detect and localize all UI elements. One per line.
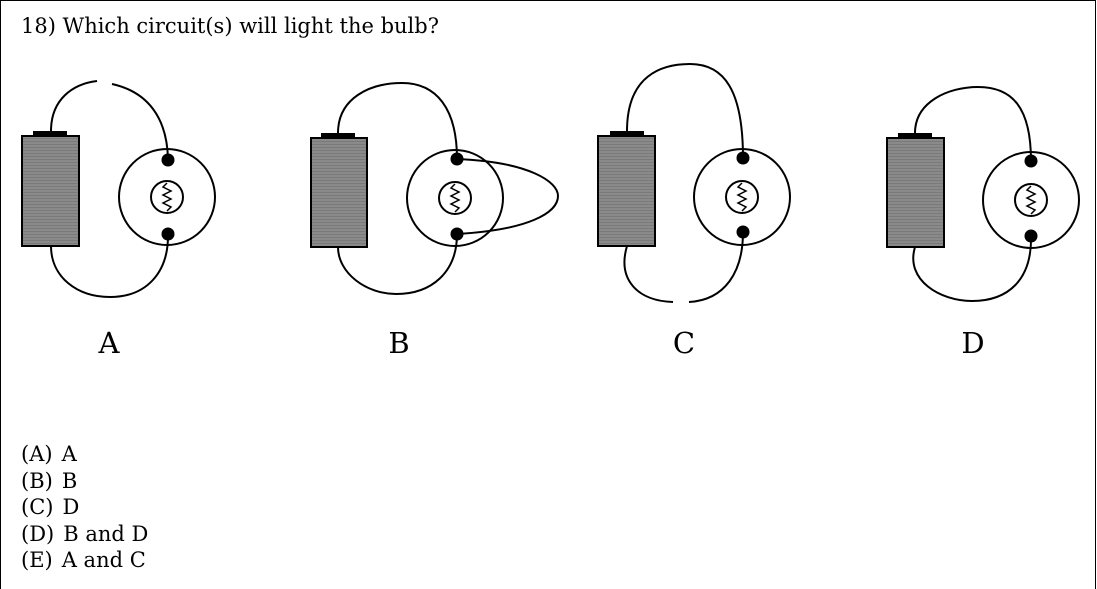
circuit-a-label: A [98,326,121,360]
circuit-a-wire-top-left [50,80,98,132]
choice-key: (D) [21,521,55,546]
circuit-b-wire-top [337,81,458,160]
circuit-a-bulb [118,148,216,246]
choice-text: B [61,468,78,493]
circuit-c-battery-terminal [610,131,644,137]
circuit-a [21,80,216,299]
circuit-d-filament-icon [1025,185,1037,215]
circuit-c-bulb [693,148,791,246]
circuit-b-battery-terminal [321,133,355,139]
circuit-d-battery [886,137,945,248]
choice-b[interactable]: (B) B [21,468,148,495]
circuit-a-contact-top [161,153,175,167]
circuit-d-contact-bottom [1024,229,1038,243]
choice-key: (A) [21,442,53,466]
circuit-c-wire-top [626,62,744,159]
circuit-c-wire-bottom-left [623,245,674,303]
circuit-b-bulb-glass [438,181,472,215]
circuit-d-contact-top [1024,154,1038,168]
circuit-c [597,62,791,303]
circuit-c-label: C [673,326,695,360]
circuit-c-battery [597,135,656,247]
circuit-a-filament-icon [161,182,173,212]
circuit-c-wire-bottom-right [688,231,744,303]
circuit-b-battery [310,137,368,248]
choice-key: (C) [21,495,54,519]
circuit-b-bulb [406,149,504,247]
circuit-c-contact-top [736,151,750,165]
circuit-d-wire-top [914,85,1032,162]
circuit-b-contact-bottom [450,227,464,241]
choice-key: (E) [21,548,53,572]
circuit-d-wire-bottom [912,235,1033,303]
circuit-c-bulb-glass [725,180,759,214]
circuit-b [310,81,560,296]
circuit-a-bulb-glass [150,180,184,214]
choice-e[interactable]: (E) A and C [21,547,148,574]
circuit-c-contact-bottom [736,225,750,239]
circuit-d-bulb-glass [1014,183,1048,217]
circuit-d-bulb [982,151,1080,249]
choice-text: B and D [63,521,149,546]
circuit-d [886,85,1080,303]
choice-text: A [61,442,77,466]
circuit-a-battery [21,135,80,247]
choice-d[interactable]: (D) B and D [21,521,148,548]
circuit-a-contact-bottom [161,227,175,241]
circuit-b-wire-bottom [337,233,458,296]
circuit-a-wire-top-right [111,83,169,160]
circuit-d-label: D [961,326,984,360]
circuit-a-battery-terminal [33,131,67,137]
choice-key: (B) [21,468,53,493]
circuit-b-contact-top [450,152,464,166]
circuit-b-label: B [388,326,409,360]
choice-text: A and C [61,548,146,572]
answer-choices: (A) A (B) B (C) D (D) B and D (E) A and C [21,441,148,574]
circuit-b-wire-shunt [456,158,560,235]
choice-c[interactable]: (C) D [21,494,148,521]
choice-a[interactable]: (A) A [21,441,148,468]
circuit-c-filament-icon [736,182,748,212]
question-number: 18) [21,14,56,38]
choice-text: D [62,495,80,519]
question-text: Which circuit(s) will light the bulb? [62,14,439,38]
circuit-b-filament-icon [449,183,461,213]
question-title: 18) Which circuit(s) will light the bulb… [21,13,439,39]
circuit-d-battery-terminal [898,133,932,139]
circuit-a-wire-bottom [50,235,169,299]
